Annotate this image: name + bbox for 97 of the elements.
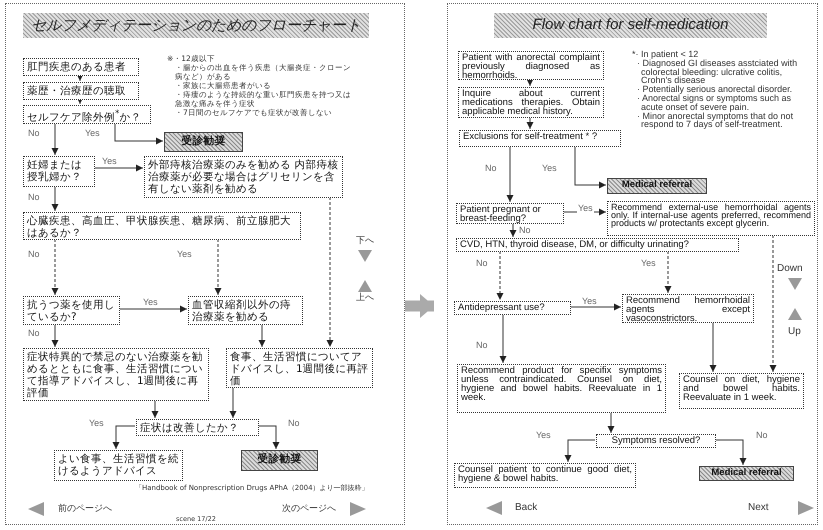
arrow bbox=[562, 208, 606, 216]
block-arrow bbox=[405, 294, 434, 318]
arrow bbox=[526, 78, 534, 86]
arrow bbox=[326, 196, 334, 348]
flowchart-box: Patient pregnant or breast-feeding? bbox=[456, 203, 564, 224]
arrow bbox=[76, 74, 84, 82]
note-text: *· In patient < 12 bbox=[632, 50, 700, 58]
edge-label: Yes bbox=[640, 258, 657, 268]
title-banner: Flow chart for self-medication bbox=[494, 13, 767, 38]
arrow bbox=[574, 146, 606, 188]
flowchart-box: 心臓疾患、高血圧、甲状腺疾患、糖尿病、前立腺肥大はあるか？ bbox=[23, 212, 301, 240]
nav-text: Next bbox=[748, 502, 769, 514]
arrow bbox=[114, 122, 164, 144]
arrow bbox=[94, 164, 144, 172]
flowchart-box: 妊婦または授乳婦か？ bbox=[23, 156, 95, 187]
flowchart-box: Patient with anorectal complaint previously diagnosed as hemorrhoids. bbox=[458, 51, 604, 80]
referral-box: 受診勧奨 bbox=[241, 450, 318, 471]
arrow bbox=[112, 426, 136, 450]
flowchart-box: 血管収縮剤以外の痔治療薬を勧める bbox=[188, 296, 303, 325]
edge-label: Yes bbox=[142, 297, 159, 307]
flowchart-box: 外部痔核治療薬のみを勧める 内部痔核治療薬が必要な場合はグリセリンを含有しない薬剤を勧める bbox=[144, 156, 343, 198]
edge-label: No bbox=[27, 328, 41, 338]
arrow bbox=[564, 440, 596, 462]
flowchart-box: 薬歴・治療歴の聴取 bbox=[23, 82, 139, 100]
arrow bbox=[52, 122, 58, 156]
arrow bbox=[258, 324, 266, 348]
flowchart-box: 症状は改善したか？ bbox=[136, 419, 259, 436]
arrow bbox=[230, 386, 236, 418]
referral-box: Medical referral bbox=[607, 178, 707, 194]
nav-text: Down bbox=[777, 263, 803, 275]
flowchart-box: よい食事、生活習慣を続けるようアドバイス bbox=[54, 450, 183, 481]
edge-label: Yes bbox=[541, 163, 558, 173]
arrow bbox=[710, 322, 716, 372]
edge-label: No bbox=[484, 163, 498, 173]
panel-frame bbox=[447, 3, 818, 525]
flowchart-box: Antidepressant use? bbox=[454, 301, 571, 315]
arrow bbox=[76, 97, 84, 104]
arrow bbox=[608, 412, 614, 434]
edge-label: Yes bbox=[84, 128, 101, 138]
flowchart-box: Recommend external-use hemorrhoidal agents only. If internal-use agents preferred, recommend products w/ protectants except glycerin. bbox=[607, 201, 815, 236]
flowchart-box: 抗うつ薬を使用しているか? bbox=[23, 296, 120, 325]
arrow bbox=[714, 440, 746, 466]
arrow bbox=[496, 250, 504, 300]
flowchart-box: Symptoms resolved? bbox=[596, 434, 716, 448]
nav-text: Up bbox=[788, 326, 801, 338]
edge-label: No bbox=[518, 225, 532, 235]
edge-label: No bbox=[287, 418, 301, 428]
nav-text: 上へ bbox=[356, 293, 374, 304]
arrow bbox=[664, 250, 672, 294]
flowchart-box: 肛門疾患のある患者 bbox=[23, 58, 139, 76]
title-banner: セルフメディテーションのためのフローチャート bbox=[23, 13, 369, 38]
edge-label: No bbox=[755, 430, 769, 440]
note-text: · Potentially serious anorectal disorder. bbox=[636, 85, 794, 94]
nav-text: 下へ bbox=[356, 236, 374, 247]
edge-label: No bbox=[27, 249, 41, 259]
referral-box: 受診勧奨 bbox=[164, 132, 243, 152]
flowchart-box: Counsel on diet, hygiene and bowel habits. Reevaluate in 1 week. bbox=[679, 373, 804, 409]
edge-label: Yes bbox=[577, 203, 594, 213]
referral-box: Medical referral bbox=[699, 466, 794, 481]
flowchart-box: 症状特異的で禁忌のない治療薬を勧めるとともに食事、生活習慣について指導アドバイスし、1週間後に再評価 bbox=[23, 348, 209, 401]
flowchart-box: 食事、生活習慣についてアドバイスし、1週間後に再評価 bbox=[226, 348, 373, 388]
panel-frame bbox=[5, 3, 405, 525]
edge-label: Yes bbox=[535, 430, 552, 440]
edge-label: No bbox=[475, 258, 489, 268]
edge-label: No bbox=[475, 340, 489, 350]
arrow bbox=[52, 324, 58, 348]
flowchart-box: Recommend hemorrhoidal agents except vasoconstrictors. bbox=[622, 294, 754, 323]
note-text: · Anorectal signs or symptoms such as acute onset of severe pain. bbox=[636, 94, 792, 111]
flowchart-box: Inquire about current medications therapies. Obtain applicable medical history. bbox=[458, 87, 604, 118]
edge-label: Yes bbox=[101, 156, 118, 166]
edge-label: Yes bbox=[176, 249, 193, 259]
flowchart-box: CVD, HTN, thyroid disease, DM, or difficulty urinating? bbox=[456, 238, 739, 252]
flowchart-box: Counsel patient to continue good diet, hygiene & bowel habits. bbox=[454, 463, 636, 488]
nav-text: Back bbox=[515, 502, 538, 514]
arrow bbox=[506, 146, 514, 202]
nav-text: 前のページへ bbox=[58, 504, 112, 515]
arrow bbox=[118, 306, 188, 312]
arrow bbox=[152, 400, 158, 418]
flowchart-box: Recommend product for specifix symptoms unless contraindicated. Counsel on diet, hygiene and bowel habits. Reevaluate in 1 week. bbox=[457, 364, 666, 413]
flowchart-box: セルフケア除外例$^{*}$か？ bbox=[23, 105, 151, 124]
arrow bbox=[500, 314, 506, 364]
arrow bbox=[214, 238, 222, 296]
flowchart-box: Exclusions for self-treatment * ? bbox=[459, 130, 621, 147]
note-text: · Minor anorectal symptoms that do not respond to 7 days of self-treatment. bbox=[636, 112, 794, 128]
edge-label: Yes bbox=[88, 418, 105, 428]
nav-text: 次のページへ bbox=[282, 504, 336, 515]
edge-label: No bbox=[27, 192, 41, 202]
arrow bbox=[258, 426, 280, 450]
arrow bbox=[526, 116, 534, 130]
arrow bbox=[52, 238, 58, 296]
arrow bbox=[510, 222, 516, 238]
arrow bbox=[570, 304, 622, 310]
edge-label: No bbox=[27, 128, 41, 138]
arrow bbox=[52, 186, 58, 212]
note-text: · Diagnosed GI diseases asstciated with colorectal bleeding: ulcrative colitis, Crohn's disease bbox=[636, 59, 798, 84]
arrow bbox=[770, 234, 776, 372]
edge-label: Yes bbox=[581, 296, 598, 306]
